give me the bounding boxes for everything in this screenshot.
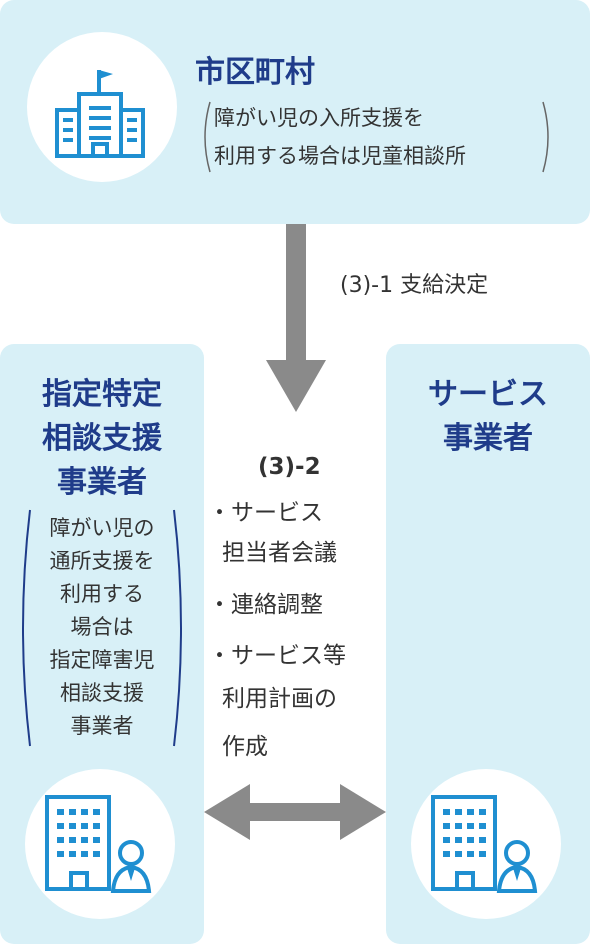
- right-org-title-line-1: サービス: [428, 377, 548, 412]
- left-org-title-line-1: 指定特定: [42, 377, 162, 412]
- exchange-line-6: 作成: [222, 734, 268, 760]
- left-note-line-4: 場合は: [70, 615, 134, 639]
- exchange-line-5: 利用計画の: [222, 686, 337, 712]
- note-right-bracket: [542, 101, 549, 173]
- right-org-icon-circle: [411, 769, 561, 919]
- municipality-note-line-2: 利用する場合は児童相談所: [214, 144, 466, 168]
- municipality-icon-circle: [27, 32, 177, 182]
- office-building-person-icon: [45, 795, 152, 893]
- municipality-box: 市区町村 障がい児の入所支援を 利用する場合は児童相談所: [0, 0, 590, 224]
- left-note-line-5: 指定障害児: [49, 648, 155, 672]
- left-org-box: 指定特定 相談支援 事業者 障がい児の 通所支援を 利用する 場合は 指定障害児…: [0, 344, 204, 944]
- down-arrow-label: (3)-1 支給決定: [340, 273, 489, 298]
- left-note-line-7: 事業者: [70, 714, 134, 738]
- municipality-title: 市区町村: [195, 55, 315, 90]
- right-org-box: サービス 事業者: [386, 344, 590, 944]
- exchange-line-1: ・サービス: [208, 500, 323, 526]
- left-org-icon-circle: [25, 769, 175, 919]
- left-note-left-bracket: [22, 509, 31, 747]
- left-org-title-line-2: 相談支援: [42, 421, 162, 456]
- right-org-title-line-2: 事業者: [443, 421, 533, 456]
- municipality-note-line-1: 障がい児の入所支援を: [214, 106, 424, 130]
- exchange-line-3: ・連絡調整: [208, 592, 323, 618]
- left-note-line-1: 障がい児の: [49, 516, 155, 540]
- building-with-flag-icon: [55, 70, 145, 158]
- left-note-line-6: 相談支援: [60, 681, 144, 705]
- exchange-line-4: ・サービス等: [208, 643, 346, 669]
- office-building-person-icon: [431, 795, 538, 893]
- down-arrow: [266, 224, 326, 412]
- note-left-bracket: [204, 101, 211, 173]
- left-note-line-2: 通所支援を: [49, 549, 155, 573]
- exchange-line-2: 担当者会議: [222, 540, 337, 566]
- left-org-title-line-3: 事業者: [57, 465, 147, 500]
- left-note-line-3: 利用する: [60, 582, 144, 606]
- exchange-heading: (3)-2: [258, 454, 321, 480]
- double-arrow: [204, 784, 386, 840]
- left-note-right-bracket: [173, 509, 182, 747]
